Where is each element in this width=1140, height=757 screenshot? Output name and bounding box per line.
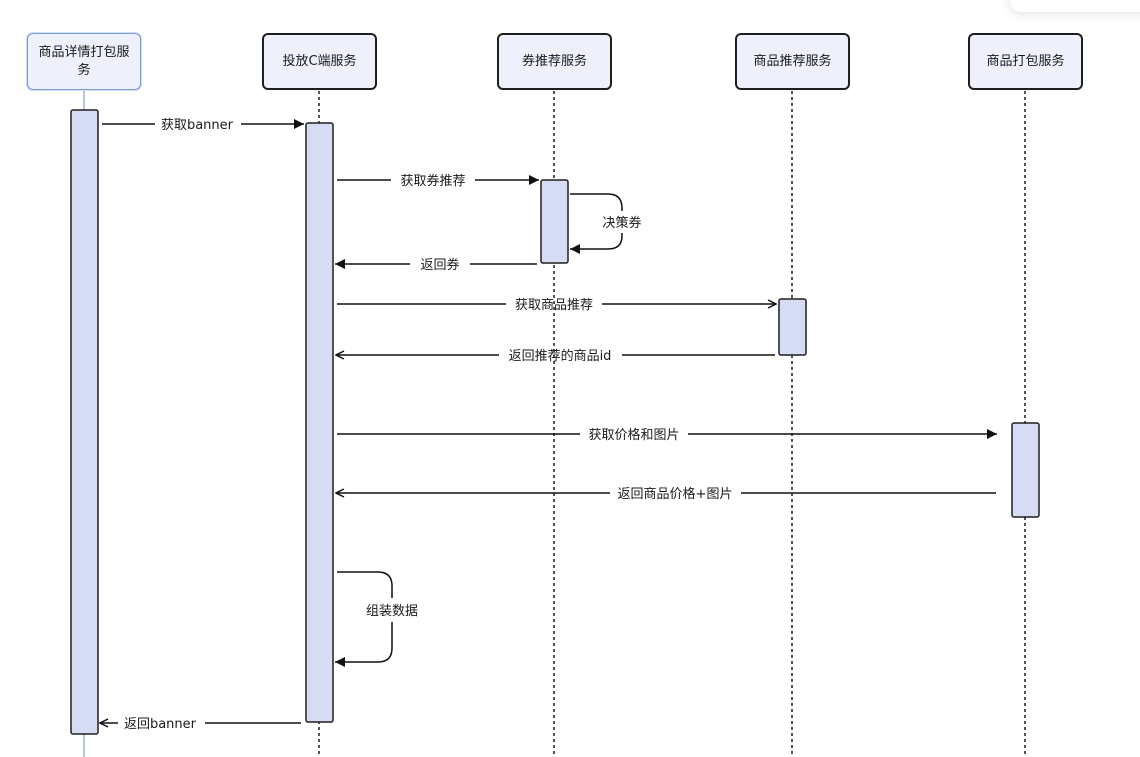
message-label: 获取商品推荐 <box>515 298 593 313</box>
participant-label: 商品打包服务 <box>986 53 1065 69</box>
participant-product-detail-packaging[interactable]: 商品详情打包服务 <box>27 33 141 90</box>
participant-label: 券推荐服务 <box>521 53 587 69</box>
activation-product-detail-packaging[interactable] <box>70 109 99 735</box>
activation-product-packaging[interactable] <box>1011 422 1040 518</box>
activation-coupon-recommendation[interactable] <box>540 179 569 264</box>
message-label: 获取券推荐 <box>400 173 465 189</box>
participant-c-end-delivery[interactable]: 投放C端服务 <box>262 33 377 90</box>
message-get-coupon-recommendation[interactable]: 获取券推荐 <box>337 173 539 189</box>
message-label: 返回券 <box>420 257 459 273</box>
floating-panel-edge <box>1010 0 1140 12</box>
message-label: 返回banner <box>124 717 197 732</box>
participant-label: 投放C端服务 <box>282 53 357 69</box>
activation-product-recommendation[interactable] <box>778 298 807 356</box>
message-assemble-data[interactable]: 组装数据 <box>335 571 424 667</box>
message-get-banner[interactable]: 获取banner <box>102 118 304 133</box>
message-decide-coupon[interactable]: 决策券 <box>570 193 648 254</box>
message-label: 获取价格和图片 <box>588 427 679 443</box>
message-return-recommended-product-id[interactable]: 返回推荐的商品id <box>336 348 775 364</box>
message-label: 获取banner <box>161 118 234 133</box>
message-return-banner[interactable]: 返回banner <box>100 717 301 732</box>
message-label: 组装数据 <box>366 604 418 619</box>
message-get-price-and-image[interactable]: 获取价格和图片 <box>337 427 997 443</box>
message-return-coupon[interactable]: 返回券 <box>335 257 537 273</box>
participant-product-packaging[interactable]: 商品打包服务 <box>968 33 1083 90</box>
message-label: 返回推荐的商品id <box>509 348 612 364</box>
activation-c-end-delivery[interactable] <box>305 122 334 723</box>
message-get-product-recommendation[interactable]: 获取商品推荐 <box>337 298 776 313</box>
participant-product-recommendation[interactable]: 商品推荐服务 <box>735 33 850 90</box>
message-return-product-price-and-image[interactable]: 返回商品价格+图片 <box>336 486 996 502</box>
participant-label: 商品推荐服务 <box>753 53 832 69</box>
message-label: 决策券 <box>602 215 641 231</box>
participant-label: 商品详情打包服务 <box>38 44 130 78</box>
message-label: 返回商品价格+图片 <box>618 486 733 502</box>
participant-coupon-recommendation[interactable]: 券推荐服务 <box>497 33 612 90</box>
